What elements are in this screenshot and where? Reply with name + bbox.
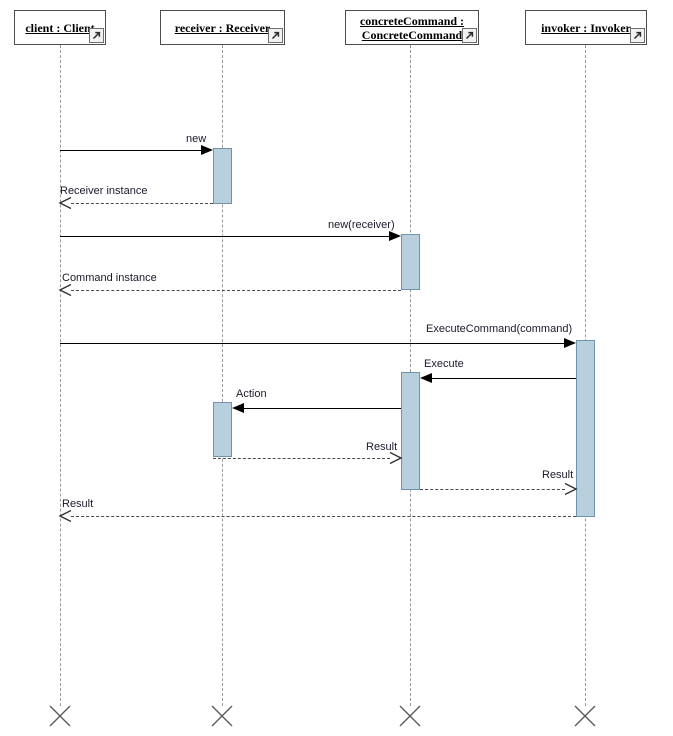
lifeline-header-client[interactable]: client : Client — [14, 10, 106, 45]
destruction-marker-client — [49, 705, 71, 727]
message-line-m10 — [71, 516, 576, 517]
message-line-m7 — [244, 408, 401, 409]
arrowhead-m7 — [232, 402, 244, 414]
arrowhead-m1 — [201, 144, 213, 156]
message-label-m2: Receiver instance — [60, 185, 148, 197]
open-link-icon[interactable] — [630, 28, 645, 43]
open-link-icon[interactable] — [89, 28, 104, 43]
arrowhead-m3 — [389, 230, 401, 242]
message-line-m6 — [432, 378, 576, 379]
arrowhead-m6 — [420, 372, 432, 384]
message-line-m2 — [71, 203, 213, 204]
destruction-marker-invoker — [574, 705, 596, 727]
destruction-marker-concreteCommand — [399, 705, 421, 727]
arrowhead-m8 — [389, 451, 403, 465]
message-line-m3 — [60, 236, 389, 237]
message-label-m5: ExecuteCommand(command) — [426, 323, 573, 335]
activation-bar-invoker — [576, 340, 595, 517]
activation-bar-receiver — [213, 148, 232, 204]
message-line-m1 — [60, 150, 201, 151]
lifeline-client — [60, 45, 61, 706]
message-line-m9 — [420, 489, 565, 490]
message-label-m4: Command instance — [62, 272, 157, 284]
message-line-m8 — [213, 458, 390, 459]
arrowhead-m2 — [58, 196, 72, 210]
lifeline-label-concreteCommand: concreteCommand : ConcreteCommand — [359, 13, 465, 42]
lifeline-header-receiver[interactable]: receiver : Receiver — [160, 10, 285, 45]
message-label-m7: Action — [236, 388, 267, 400]
lifeline-label-client: client : Client — [25, 20, 95, 35]
lifeline-header-invoker[interactable]: invoker : Invoker — [525, 10, 647, 45]
lifeline-label-receiver: receiver : Receiver — [174, 20, 271, 35]
message-label-m8: Result — [366, 441, 398, 453]
message-line-m4 — [71, 290, 401, 291]
message-label-m3: new(receiver) — [328, 219, 395, 231]
arrowhead-m9 — [564, 482, 578, 496]
message-label-m10: Result — [62, 498, 94, 510]
arrowhead-m4 — [58, 283, 72, 297]
arrowhead-m5 — [564, 337, 576, 349]
lifeline-header-concreteCommand[interactable]: concreteCommand : ConcreteCommand — [345, 10, 479, 45]
activation-bar-receiver — [213, 402, 232, 457]
lifeline-receiver — [222, 45, 223, 706]
arrowhead-m10 — [58, 509, 72, 523]
lifeline-label-invoker: invoker : Invoker — [541, 20, 631, 35]
open-link-icon[interactable] — [462, 28, 477, 43]
destruction-marker-receiver — [211, 705, 233, 727]
message-line-m5 — [60, 343, 564, 344]
open-link-icon[interactable] — [268, 28, 283, 43]
message-label-m6: Execute — [424, 358, 464, 370]
activation-bar-concreteCommand — [401, 372, 420, 490]
activation-bar-concreteCommand — [401, 234, 420, 290]
message-label-m9: Result — [542, 469, 574, 481]
message-label-m1: new — [186, 133, 207, 145]
